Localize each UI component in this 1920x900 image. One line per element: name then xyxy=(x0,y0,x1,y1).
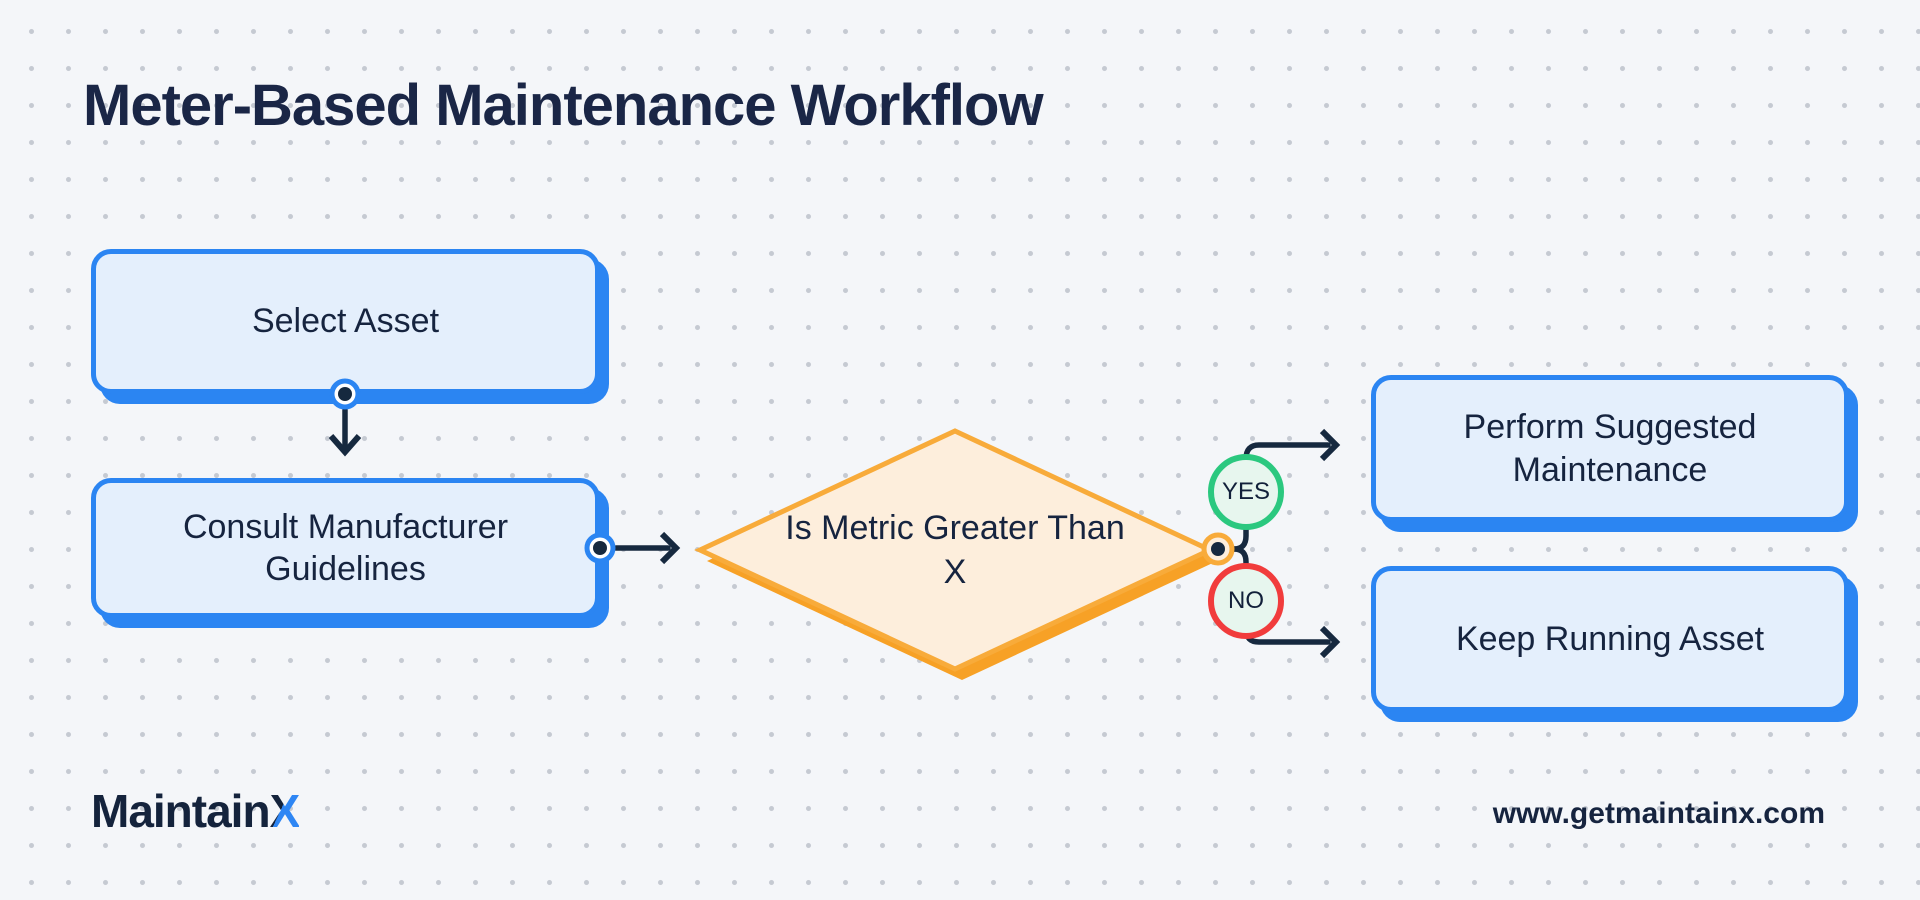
arrowhead-yes-icon xyxy=(1319,428,1341,462)
website-url: www.getmaintainx.com xyxy=(1492,797,1825,830)
no-badge-label: NO xyxy=(1228,587,1264,614)
port-decision-dot xyxy=(1211,542,1225,556)
decision-label: Is Metric Greater Than X xyxy=(775,500,1135,600)
node-select-asset-label: Select Asset xyxy=(251,302,440,341)
node-consult-guidelines-label: Consult Manufacturer Guidelines xyxy=(182,507,509,589)
maintainx-logo: MaintainX xyxy=(91,784,301,838)
node-perform-maintenance: Perform Suggested Maintenance xyxy=(1371,375,1849,522)
decision-label-text: Is Metric Greater Than X xyxy=(785,508,1125,591)
node-keep-running: Keep Running Asset xyxy=(1371,566,1849,712)
yes-badge-label: YES xyxy=(1221,478,1271,505)
port-decision-right xyxy=(1201,532,1235,566)
arrowhead-no-icon xyxy=(1319,625,1341,659)
page-title: Meter-Based Maintenance Workflow xyxy=(83,73,1044,138)
node-perform-maintenance-label: Perform Suggested Maintenance xyxy=(1463,408,1757,489)
logo-maintain-text: Maintain xyxy=(91,785,271,837)
node-consult-guidelines: Consult Manufacturer Guidelines xyxy=(91,478,600,618)
node-select-asset: Select Asset xyxy=(91,249,600,394)
node-keep-running-label: Keep Running Asset xyxy=(1455,619,1765,658)
arrowhead-right-icon xyxy=(659,531,681,565)
arrowhead-down-icon xyxy=(328,434,362,457)
logo-x-text: X xyxy=(269,785,301,837)
